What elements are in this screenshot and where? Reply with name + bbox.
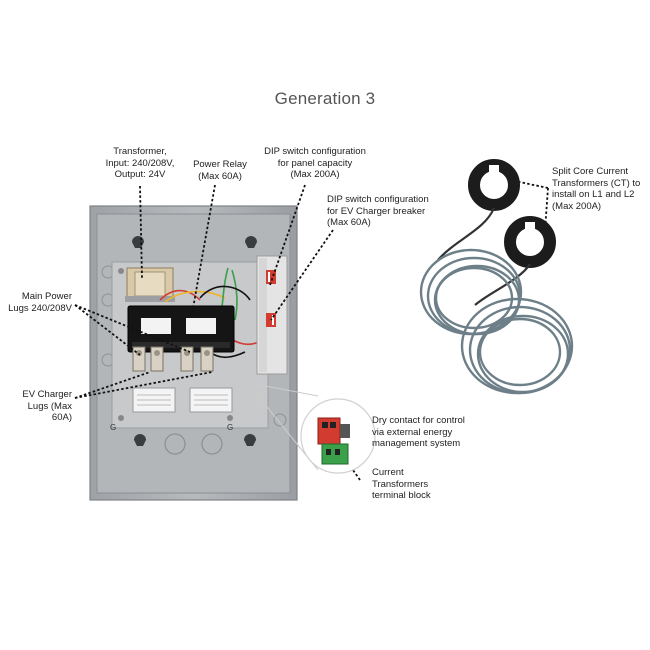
power-relay <box>127 305 235 353</box>
label-ev-charger-lugs: EV Charger Lugs (Max 60A) <box>22 389 72 423</box>
dip-switch-board <box>256 255 288 375</box>
current-transformer-1 <box>437 159 521 261</box>
main-power-lugs <box>132 346 214 372</box>
current-transformer-2 <box>474 216 557 306</box>
label-transformer: Transformer, Input: 240/208V, Output: 24… <box>105 146 175 180</box>
warning-labels <box>132 387 233 413</box>
svg-text:G: G <box>110 423 116 432</box>
label-dip-panel: DIP switch configuration for panel capac… <box>264 146 366 180</box>
label-split-core-ct: Split Core Current Transformers (CT) to … <box>552 166 641 212</box>
label-power-relay: Power Relay (Max 60A) <box>193 159 247 182</box>
label-dry-contact: Dry contact for control via external ene… <box>372 415 465 449</box>
transformer-part <box>125 267 175 302</box>
page-title: Generation 3 <box>274 89 376 108</box>
ct-cable-coils <box>419 248 574 395</box>
label-dip-ev: DIP switch configuration for EV Charger … <box>327 194 429 228</box>
label-main-power-lugs: Main Power Lugs 240/208V <box>8 291 72 314</box>
label-ct-terminal-block: Current Transformers terminal block <box>372 467 431 501</box>
terminal-block-callout <box>254 383 376 474</box>
svg-text:G: G <box>227 423 233 432</box>
